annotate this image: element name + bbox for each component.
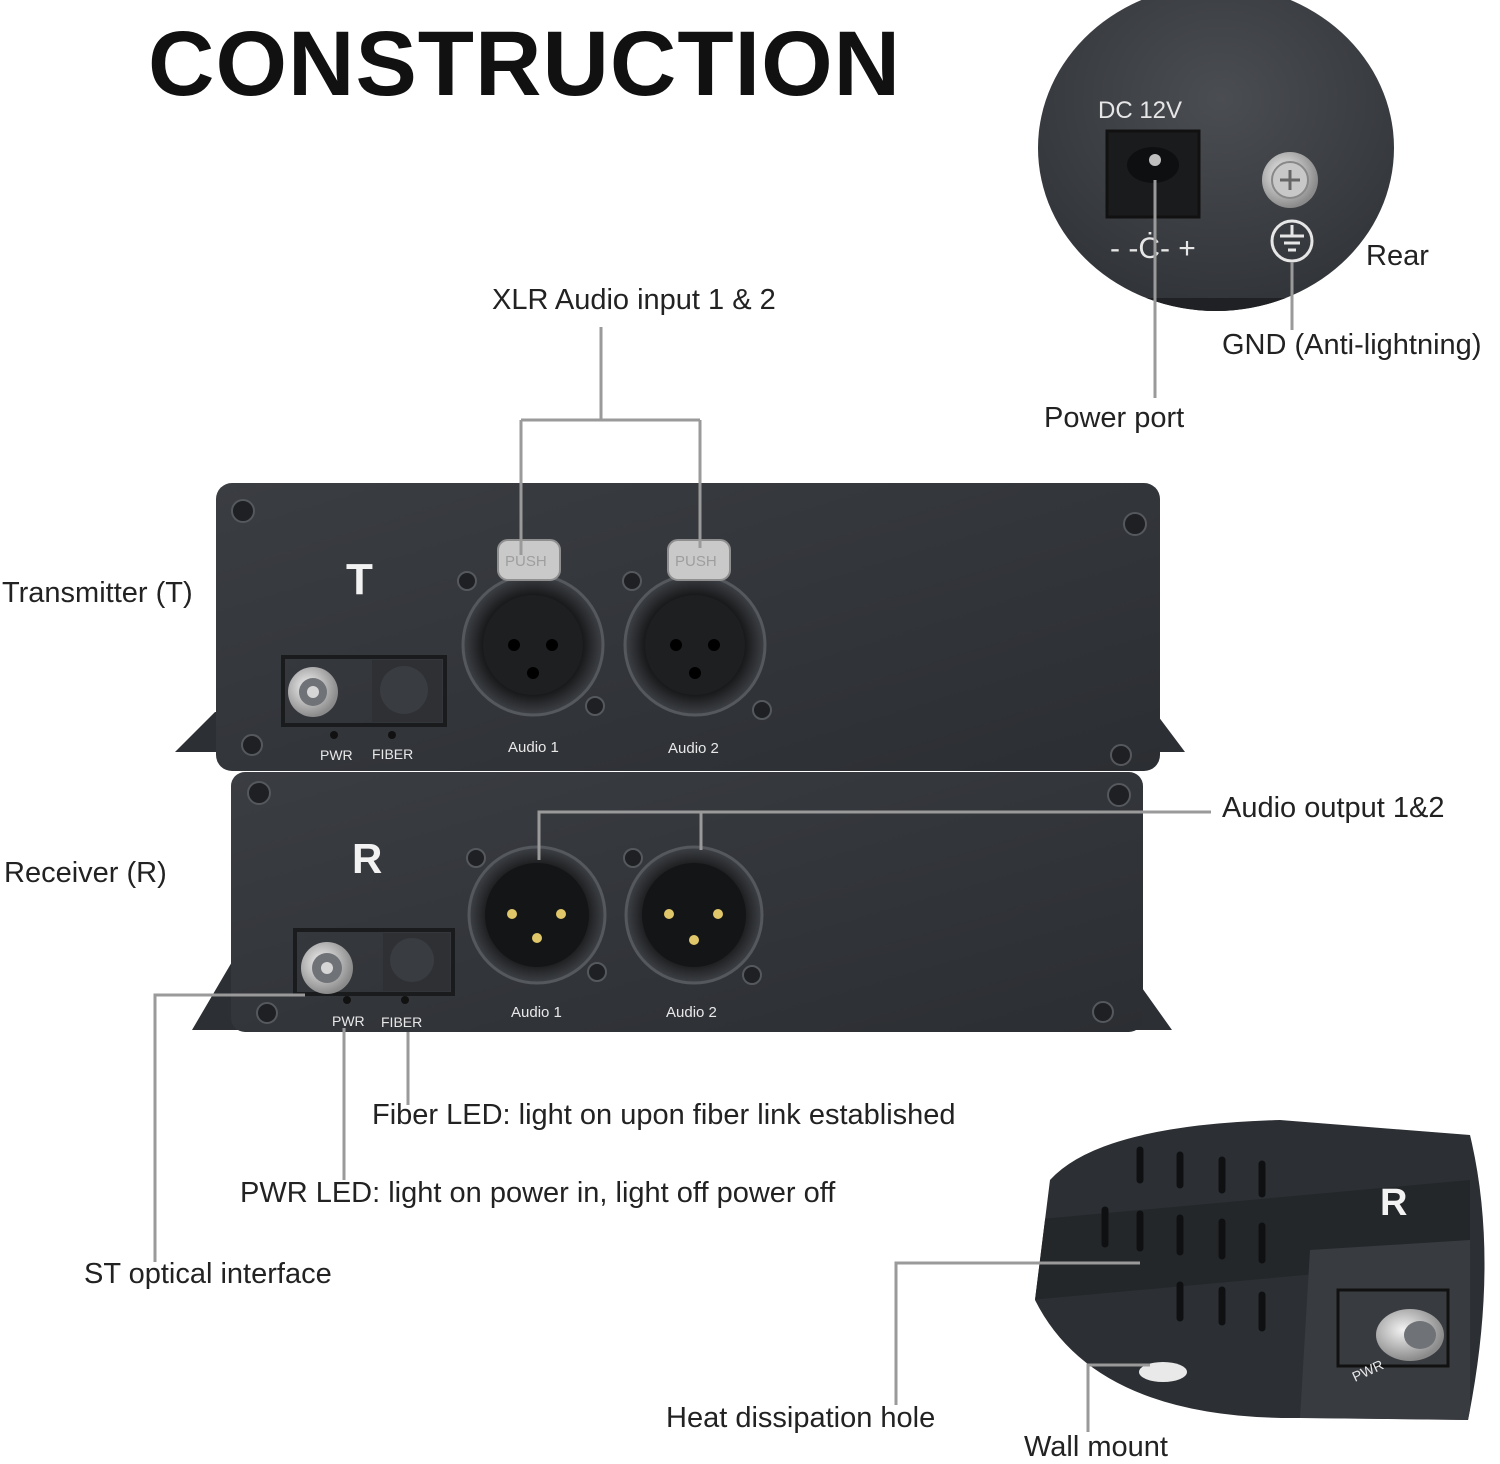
audio-output-label: Audio output 1&2 (1222, 792, 1445, 824)
optical-window-lens (380, 666, 428, 714)
xlr-male-audio-1 (466, 845, 607, 985)
receiver-label: Receiver (R) (4, 857, 167, 889)
wall-mount-slot (1139, 1362, 1187, 1382)
leader-lines (153, 180, 1294, 1432)
ground-symbol-icon (1270, 219, 1314, 263)
st-connector-icon (288, 667, 338, 717)
fiber-led-indicator (401, 996, 409, 1004)
transmitter-letter: T (346, 555, 373, 604)
page-title: CONSTRUCTION (148, 13, 902, 115)
heat-hole-label: Heat dissipation hole (666, 1402, 936, 1434)
screw-icon (247, 781, 1131, 1024)
wall-mount-label: Wall mount (1024, 1431, 1168, 1463)
screw-icon (231, 499, 1147, 766)
pwr-led-indicator (330, 731, 338, 739)
transmitter-label: Transmitter (T) (2, 577, 193, 609)
fiber-led-label: FIBER (381, 1014, 422, 1030)
receiver-unit: R PWR FIBER (192, 772, 1172, 1032)
dc-voltage-label: DC 12V (1098, 97, 1182, 124)
pwr-led-label: PWR (320, 747, 353, 763)
xlr-male-audio-2 (623, 845, 764, 985)
side-closeup: R PWR (1035, 1120, 1485, 1420)
rear-closeup: DC 12V - -Ċ- + (1038, 0, 1394, 311)
xlr-female-audio-1: PUSH (457, 539, 605, 717)
transmitter-unit: T PWR FIBER PUSH (175, 483, 1185, 771)
audio1-port-label: Audio 1 (511, 1004, 562, 1021)
optical-window-lens (390, 938, 434, 982)
fiber-led-label: FIBER (372, 746, 413, 762)
st-optical-label: ST optical interface (84, 1258, 332, 1290)
optical-module-frame (293, 928, 455, 996)
xlr-female-audio-2: PUSH (622, 539, 772, 720)
audio2-port-label: Audio 2 (666, 1004, 717, 1021)
st-connector-icon (301, 942, 353, 994)
push-latch-label: PUSH (505, 553, 547, 570)
heat-dissipation-slots (1101, 1146, 1266, 1332)
rear-label: Rear (1366, 240, 1429, 272)
ground-screw-icon (1262, 152, 1318, 208)
audio1-port-label: Audio 1 (508, 739, 559, 756)
fiber-led-description: Fiber LED: light on upon fiber link esta… (372, 1099, 956, 1131)
gnd-label: GND (Anti-lightning) (1222, 329, 1482, 361)
audio2-port-label: Audio 2 (668, 740, 719, 757)
receiver-letter-side: R (1380, 1182, 1407, 1224)
receiver-letter: R (352, 835, 382, 882)
optical-module-frame (281, 655, 447, 727)
xlr-input-label: XLR Audio input 1 & 2 (492, 284, 776, 316)
polarity-symbol: - -Ċ- + (1110, 232, 1196, 265)
pwr-led-indicator (343, 996, 351, 1004)
st-connector-side-icon (1376, 1309, 1444, 1361)
power-port-label: Power port (1044, 402, 1185, 434)
pwr-led-description: PWR LED: light on power in, light off po… (240, 1177, 836, 1209)
pwr-led-label: PWR (332, 1013, 365, 1029)
push-latch-label: PUSH (675, 553, 717, 570)
fiber-led-indicator (388, 731, 396, 739)
